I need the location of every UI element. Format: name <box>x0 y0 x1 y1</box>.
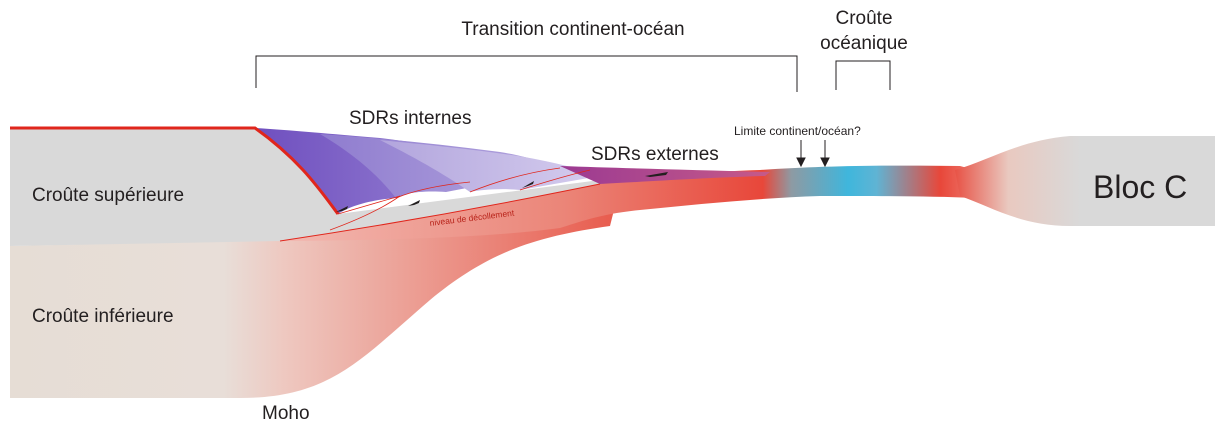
block-c-body <box>955 136 1215 226</box>
moho-label: Moho <box>262 403 310 423</box>
decollement-line <box>279 183 601 242</box>
upper-crust-label: Croûte supérieure <box>32 185 184 206</box>
tilted-fault-4 <box>519 169 591 191</box>
sdrs-external-label: SDRs externes <box>591 144 719 165</box>
continent-surface-fault <box>10 126 340 215</box>
transition-label: Transition continent-océan <box>461 19 684 40</box>
tilted-fault-2 <box>395 181 471 199</box>
sdrs-internal-label: SDRs internes <box>349 108 472 129</box>
cob-limit-label: Limite continent/océan? <box>734 124 861 138</box>
sdr-internal-wedge-3 <box>380 140 600 192</box>
fault-slip-arrows <box>336 172 668 212</box>
cob-arrows <box>796 140 830 168</box>
lower-crust-label: Croûte inférieure <box>32 306 174 327</box>
block-c-label: Bloc C <box>1093 169 1187 205</box>
oceanic-crust-label-line1: Croûte <box>835 8 892 29</box>
oceanic-crust-bracket <box>835 60 891 90</box>
upper-crust-body <box>10 128 606 246</box>
oceanic-crust-label-line2: océanique <box>820 33 908 54</box>
transition-bracket <box>255 55 798 92</box>
lower-crust-body <box>10 186 620 398</box>
tilted-fault-3 <box>469 167 561 193</box>
thinned-crust-band <box>280 165 975 241</box>
